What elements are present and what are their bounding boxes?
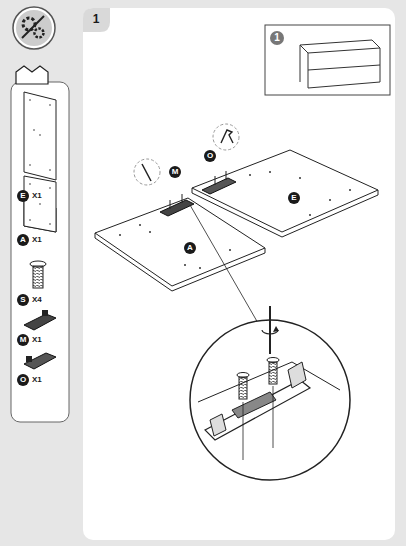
tools-icon [16,10,52,46]
screwdriver [269,306,271,354]
screw-line [226,171,227,180]
cabinet-preview [300,40,380,88]
allen-key-icon [142,164,151,181]
part-quantity: X4 [32,296,42,304]
screw-line [182,194,183,203]
fitting-part [24,314,56,330]
screw-line [170,200,171,209]
panel-part [24,176,56,232]
fitting-part [24,353,56,369]
detail-leader [190,205,262,330]
panel-holes [29,183,51,225]
panel-holes [29,99,51,171]
screw-part [33,266,43,288]
part-quantity: X1 [32,192,42,200]
part-quantity: X1 [32,336,42,344]
part-letter: O [204,150,216,162]
panel-holes [119,171,351,269]
main-panel [83,8,395,540]
part-letter: M [169,166,181,178]
hand-tool-icon [221,130,233,143]
fitting-detail [205,380,310,440]
screw-axis [273,386,274,448]
panel-a-edge [95,233,265,291]
part-letter: O [17,374,29,386]
box-icon [16,66,48,84]
tool-hint [213,124,239,150]
panel-e-edge [192,188,378,237]
fitting-m [160,200,194,216]
part-letter: M [17,334,29,346]
screw-line [215,176,216,185]
part-letter: S [17,294,29,306]
step-tab [83,8,110,32]
part-quantity: X1 [32,376,42,384]
fitting-part [26,356,32,362]
parts-panel [11,82,69,422]
part-letter: E [288,192,300,204]
fitting-detail [210,414,226,436]
callout-number: 1 [270,31,284,45]
screwdriver-icon [22,16,44,38]
gear-icon [35,29,44,38]
fitting-o [202,178,236,194]
fitting-part [42,310,48,316]
panel-part [24,92,56,180]
part-letter: E [17,190,29,202]
screw-detail [239,377,247,399]
tool-hint [134,159,160,185]
part-quantity: X1 [32,236,42,244]
screw-axis [243,402,244,460]
inset-frame [265,25,390,95]
panel-e [192,150,378,232]
step-number: 1 [93,13,100,25]
part-letter: A [184,242,196,254]
tools-icon [13,7,55,49]
rotation-arrow [273,326,279,332]
part-letter: A [17,234,29,246]
screw-detail [269,362,277,384]
fitting-detail [288,362,306,388]
